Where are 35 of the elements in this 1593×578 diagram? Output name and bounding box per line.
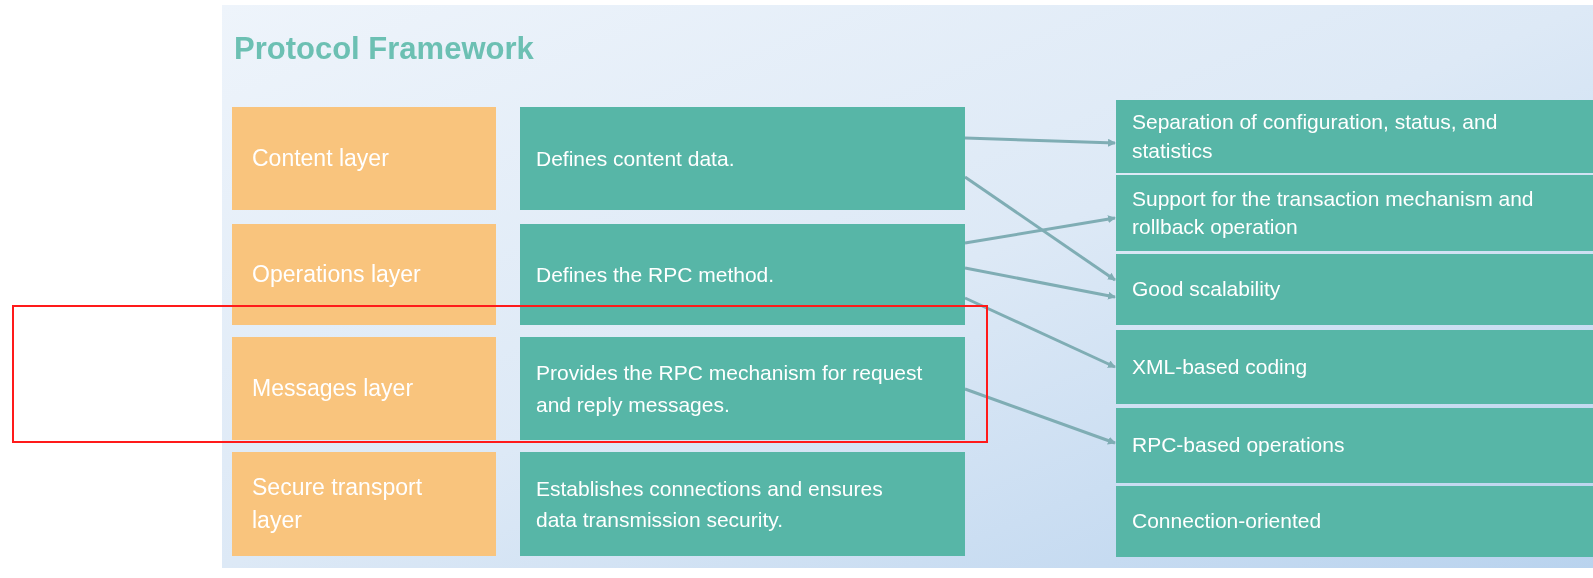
description-box xyxy=(520,224,965,325)
box-text: Defines the RPC method. xyxy=(536,261,776,288)
feature-box xyxy=(1116,100,1593,173)
layer-box xyxy=(232,224,496,325)
arrow xyxy=(964,266,1116,300)
box-text: RPC-based operations xyxy=(1132,432,1346,459)
arrow xyxy=(964,215,1116,245)
box-text: Separation of configuration, status, and statistics xyxy=(1132,109,1499,164)
box-text: Defines content data. xyxy=(536,145,736,172)
box-text: Provides the RPC mechanism for request and reply messages. xyxy=(536,360,924,418)
description-box xyxy=(520,107,965,210)
box-text: Secure transport layer xyxy=(252,472,424,535)
description-box xyxy=(520,452,965,556)
feature-box xyxy=(1116,408,1593,483)
box-text: Establishes connections and ensures data transmission security. xyxy=(536,475,884,533)
box-text: Content layer xyxy=(252,143,390,173)
box-text: Operations layer xyxy=(252,259,422,289)
layer-box xyxy=(232,107,496,210)
feature-box xyxy=(1116,254,1593,325)
box-text: Messages layer xyxy=(252,373,415,403)
arrow xyxy=(964,136,1116,147)
arrow xyxy=(964,296,1116,369)
feature-box xyxy=(1116,175,1593,251)
box-text: XML-based coding xyxy=(1132,353,1309,380)
layer-box xyxy=(232,452,496,556)
arrow xyxy=(964,175,1116,282)
box-text: Support for the transaction mechanism and rollback operation xyxy=(1132,185,1535,240)
arrow xyxy=(964,387,1116,445)
box-text: Good scalability xyxy=(1132,276,1282,303)
title: Protocol Framework xyxy=(234,30,534,68)
box-text: Connection-oriented xyxy=(1132,508,1323,535)
description-box xyxy=(520,337,965,440)
layer-box xyxy=(232,337,496,440)
feature-box xyxy=(1116,330,1593,404)
feature-box xyxy=(1116,486,1593,557)
